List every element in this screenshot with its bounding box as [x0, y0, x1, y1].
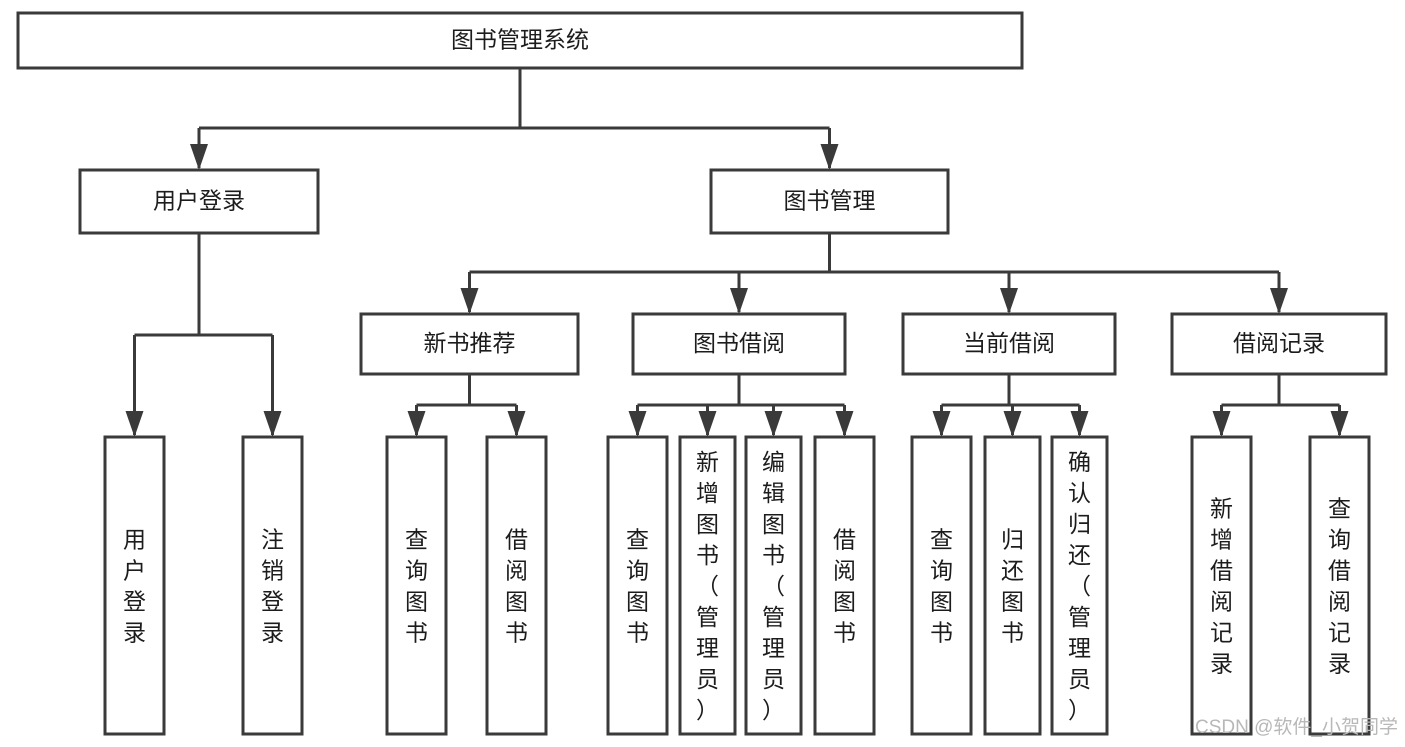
node-borrow-record[interactable]: 借阅记录 [1170, 312, 1388, 376]
node-leaf-borrow-book-recommend-label: 借阅图书 [505, 527, 528, 646]
node-leaf-borrow-book-box[interactable] [813, 435, 876, 736]
node-new-book-recommend-box[interactable] [359, 312, 580, 376]
node-leaf-query-book-current-box[interactable] [910, 435, 973, 736]
arrow-head-icon [1330, 411, 1349, 437]
node-leaf-query-borrow-record-box[interactable] [1308, 435, 1371, 736]
arrow-head-icon [1212, 411, 1231, 437]
arrow-head-icon [190, 144, 208, 170]
node-leaf-borrow-book-recommend[interactable]: 借阅图书 [485, 435, 548, 736]
connector-group [932, 374, 1089, 437]
node-leaf-borrow-book-recommend-box[interactable] [485, 435, 548, 736]
arrow-head-icon [628, 411, 647, 437]
node-current-borrow[interactable]: 当前借阅 [901, 312, 1117, 376]
connector-group [1212, 374, 1349, 437]
node-leaf-user-login-box[interactable] [103, 435, 166, 736]
node-leaf-edit-book-admin-box[interactable] [744, 435, 803, 736]
node-leaf-edit-book-admin-label: 编辑图书（管理员） [762, 449, 785, 723]
node-leaf-query-book-recommend[interactable]: 查询图书 [385, 435, 448, 736]
node-leaf-query-book-borrow-label: 查询图书 [626, 527, 649, 646]
node-book-borrow[interactable]: 图书借阅 [631, 312, 847, 376]
node-book-management-label: 图书管理 [784, 188, 876, 214]
node-leaf-add-borrow-record[interactable]: 新增借阅记录 [1190, 435, 1253, 736]
node-new-book-recommend-label: 新书推荐 [424, 330, 516, 356]
arrow-head-icon [1070, 411, 1089, 437]
connector-group [628, 374, 854, 437]
node-new-book-recommend[interactable]: 新书推荐 [359, 312, 580, 376]
node-user-login[interactable]: 用户登录 [78, 168, 320, 235]
connector-group [407, 374, 526, 437]
node-leaf-edit-book-admin[interactable]: 编辑图书（管理员） [744, 435, 803, 736]
node-root-box[interactable] [16, 11, 1024, 70]
node-borrow-record-box[interactable] [1170, 312, 1388, 376]
arrow-head-icon [932, 411, 951, 437]
node-leaf-query-book-recommend-label: 查询图书 [405, 527, 428, 646]
csdn-watermark: CSDN @软件_小贺同学 [1195, 716, 1398, 738]
node-current-borrow-label: 当前借阅 [963, 330, 1055, 356]
arrow-head-icon [407, 411, 426, 437]
node-leaf-logout-box[interactable] [241, 435, 304, 736]
node-leaf-user-login[interactable]: 用户登录 [103, 435, 166, 736]
arrow-head-icon [820, 144, 839, 170]
node-book-management[interactable]: 图书管理 [709, 168, 950, 235]
node-leaf-return-book-label: 归还图书 [1001, 527, 1024, 646]
arrow-head-icon [764, 411, 783, 437]
node-leaf-query-book-borrow-box[interactable] [606, 435, 669, 736]
node-leaf-borrow-book-label: 借阅图书 [833, 527, 856, 646]
arrow-head-icon [460, 288, 479, 314]
node-leaf-return-book-box[interactable] [983, 435, 1042, 736]
node-leaf-logout[interactable]: 注销登录 [241, 435, 304, 736]
arrow-head-icon [698, 411, 717, 437]
connector-group [190, 68, 839, 170]
node-leaf-query-book-current-label: 查询图书 [930, 527, 953, 646]
arrow-head-icon [835, 411, 854, 437]
node-leaf-confirm-return-admin[interactable]: 确认归还（管理员） [1050, 435, 1109, 736]
node-leaf-borrow-book[interactable]: 借阅图书 [813, 435, 876, 736]
node-leaf-user-login-label: 用户登录 [123, 527, 146, 646]
node-leaf-add-book-admin-box[interactable] [678, 435, 737, 736]
node-leaf-add-borrow-record-box[interactable] [1190, 435, 1253, 736]
connectors-layer [125, 68, 1349, 437]
node-book-borrow-box[interactable] [631, 312, 847, 376]
node-leaf-query-borrow-record-label: 查询借阅记录 [1328, 496, 1351, 677]
node-leaf-query-book-current[interactable]: 查询图书 [910, 435, 973, 736]
node-leaf-add-borrow-record-label: 新增借阅记录 [1210, 496, 1233, 677]
arrow-head-icon [730, 288, 748, 314]
node-user-login-label: 用户登录 [153, 188, 245, 214]
arrow-head-icon [125, 411, 144, 437]
arrow-head-icon [263, 411, 282, 437]
arrow-head-icon [1003, 411, 1022, 437]
arrow-head-icon [1000, 288, 1018, 314]
node-leaf-query-borrow-record[interactable]: 查询借阅记录 [1308, 435, 1371, 736]
node-leaf-query-book-borrow[interactable]: 查询图书 [606, 435, 669, 736]
arrow-head-icon [507, 411, 526, 437]
node-root-label: 图书管理系统 [451, 27, 589, 53]
node-leaf-confirm-return-admin-label: 确认归还（管理员） [1068, 449, 1091, 723]
node-book-borrow-label: 图书借阅 [693, 330, 785, 356]
arrow-head-icon [1270, 288, 1288, 314]
node-book-management-box[interactable] [709, 168, 950, 235]
nodes-layer: 图书管理系统用户登录图书管理新书推荐图书借阅当前借阅借阅记录用户登录注销登录查询… [16, 11, 1388, 736]
node-root[interactable]: 图书管理系统 [16, 11, 1024, 70]
node-current-borrow-box[interactable] [901, 312, 1117, 376]
node-leaf-add-book-admin-label: 新增图书（管理员） [696, 449, 719, 723]
node-user-login-box[interactable] [78, 168, 320, 235]
node-leaf-confirm-return-admin-box[interactable] [1050, 435, 1109, 736]
node-leaf-query-book-recommend-box[interactable] [385, 435, 448, 736]
connector-group [460, 233, 1288, 314]
node-leaf-logout-label: 注销登录 [261, 527, 284, 646]
node-leaf-add-book-admin[interactable]: 新增图书（管理员） [678, 435, 737, 736]
node-borrow-record-label: 借阅记录 [1233, 330, 1325, 356]
node-leaf-return-book[interactable]: 归还图书 [983, 435, 1042, 736]
connector-group [125, 233, 282, 437]
